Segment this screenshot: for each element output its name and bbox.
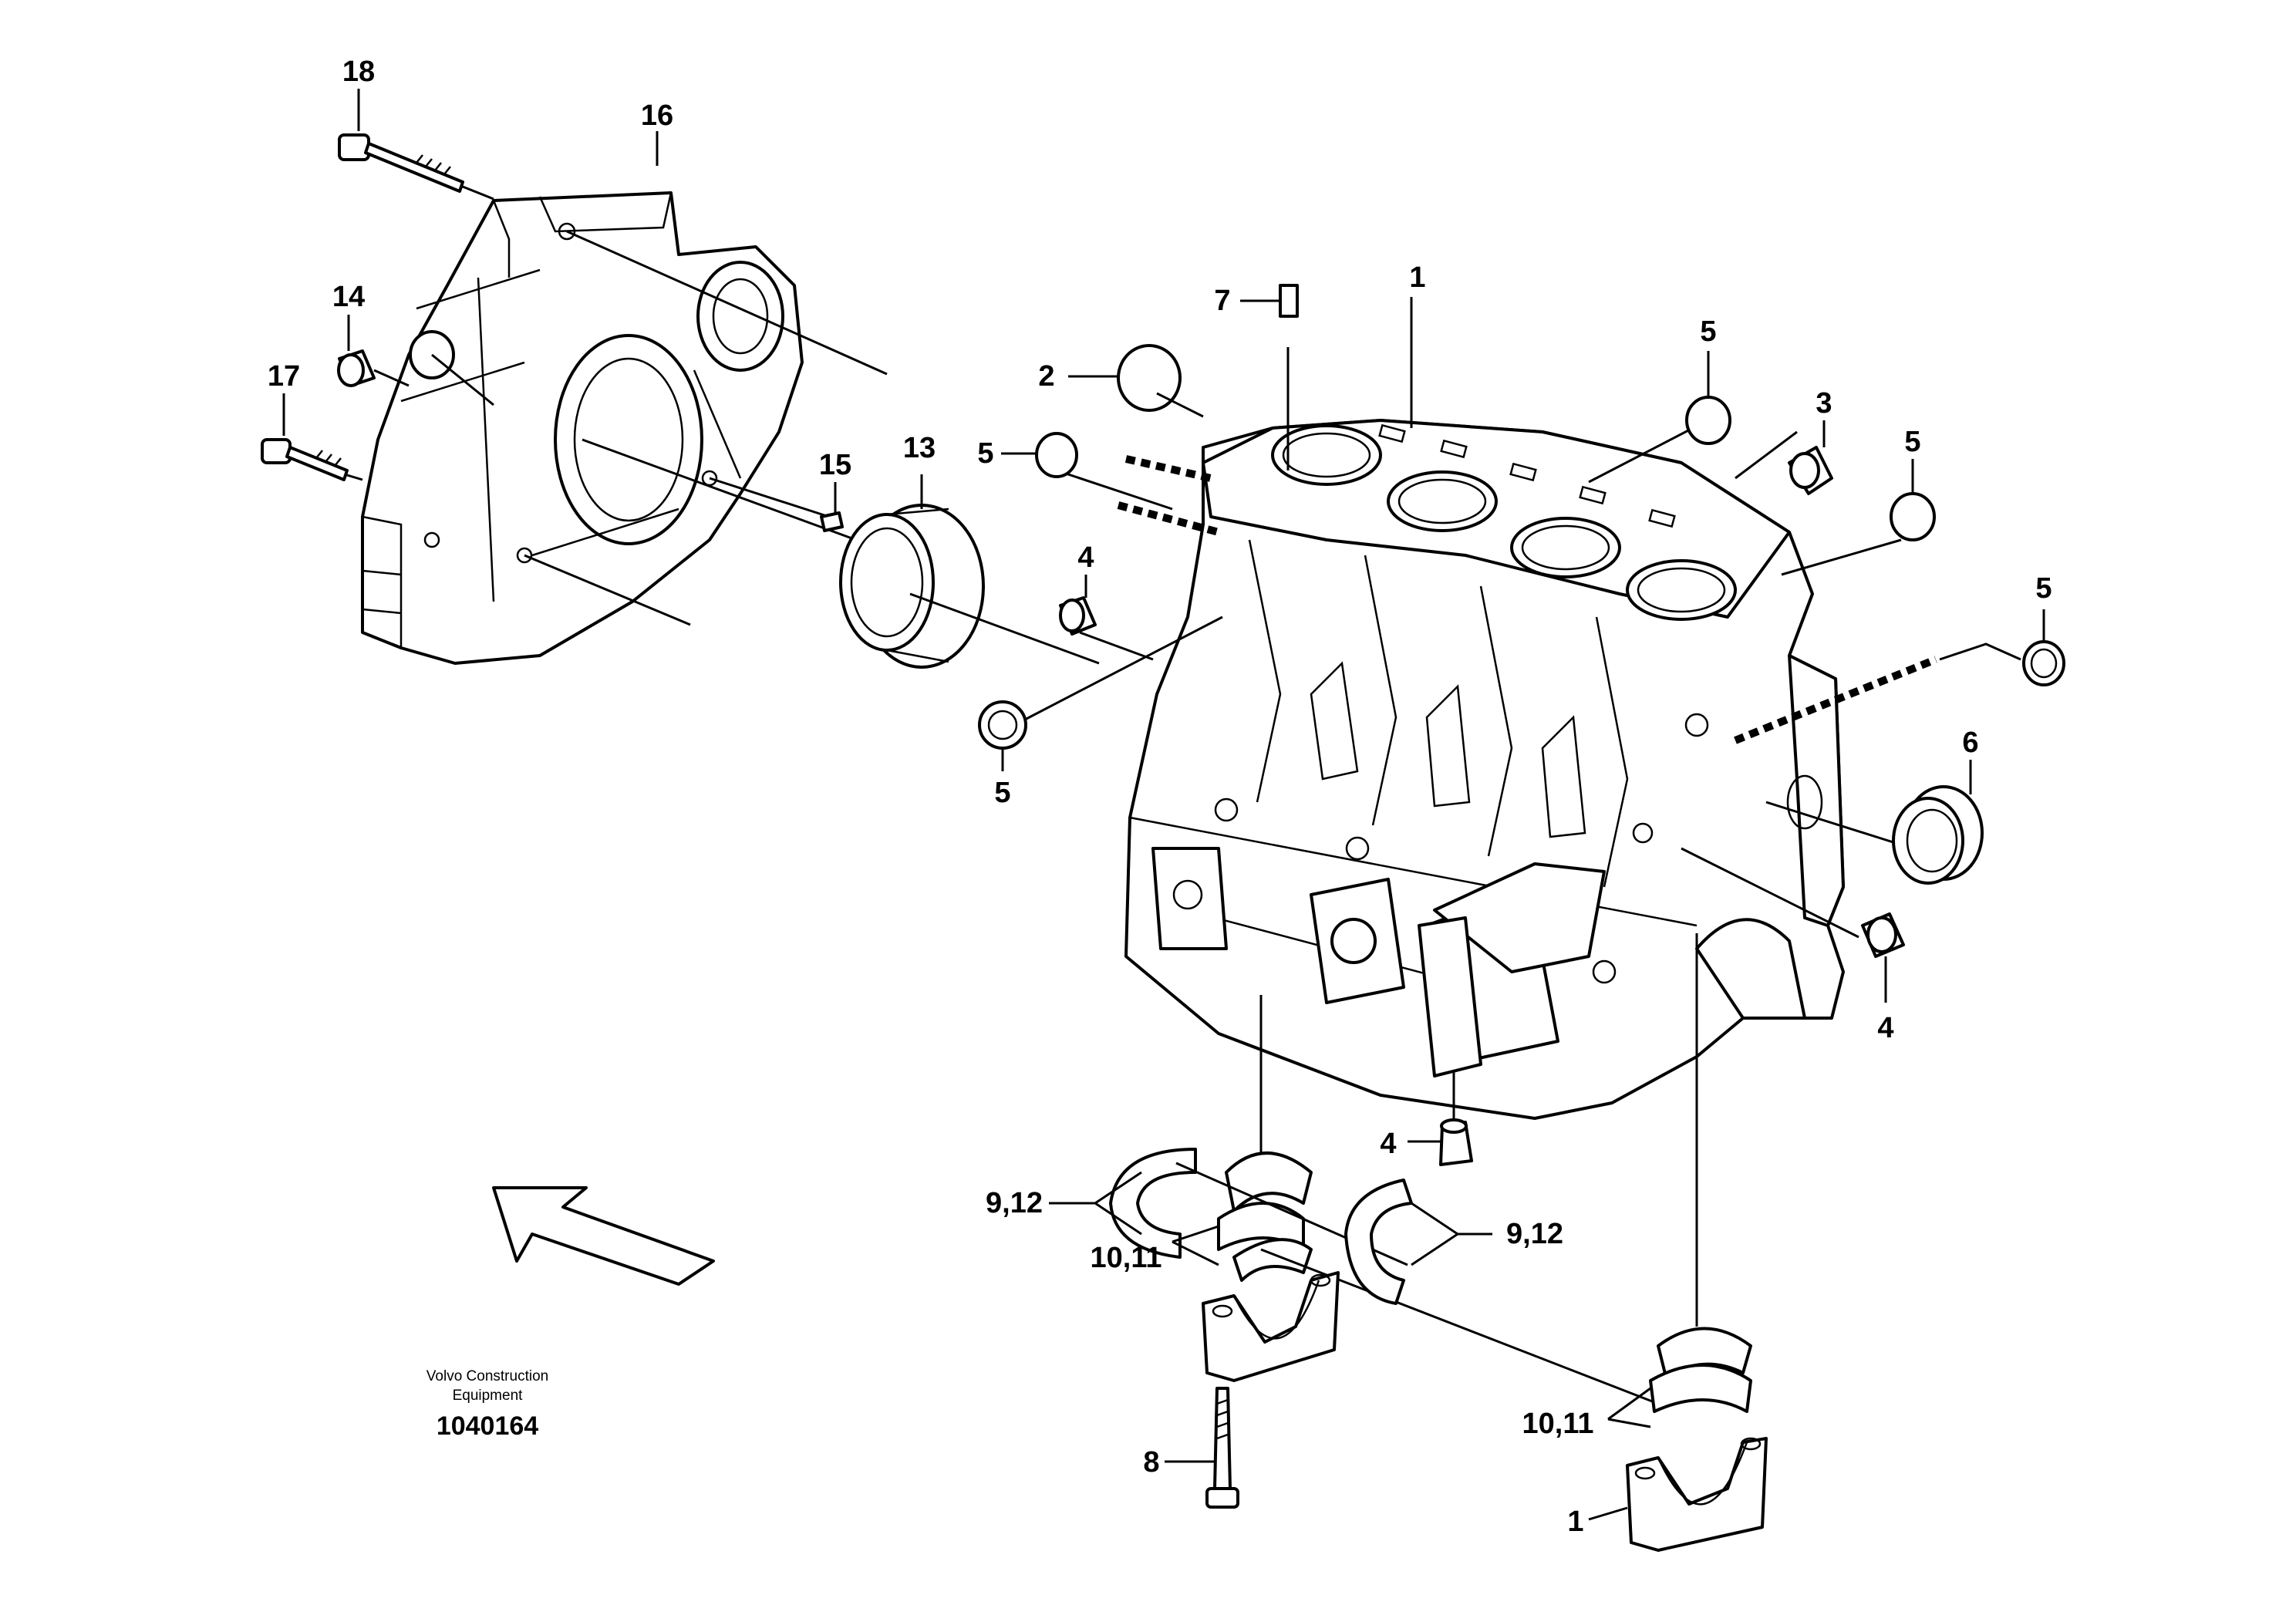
- callout-6: 6: [1962, 727, 1978, 759]
- callout-1-top: 1: [1409, 261, 1425, 294]
- camshaft-bushing-6: [1892, 760, 1984, 885]
- bolt-17: [261, 438, 363, 481]
- flywheel-housing: [361, 191, 804, 665]
- bolt-8: [1165, 1387, 1239, 1509]
- thrust-washer-9-12-left: [1049, 1148, 1197, 1259]
- callout-5-right: 5: [1904, 426, 1920, 458]
- plug-5-right: [1890, 459, 1936, 541]
- crankshaft-seal-13: [839, 474, 1100, 669]
- callout-10-11-right: 10,11: [1522, 1408, 1594, 1440]
- thrust-washer-9-12-right: [1344, 1179, 1492, 1305]
- callout-14: 14: [332, 281, 365, 313]
- cylinder-block: [1124, 419, 1845, 1120]
- caption-company-line2: Equipment: [453, 1388, 524, 1404]
- caption-document-number: 1040164: [437, 1411, 538, 1441]
- callout-3: 3: [1816, 387, 1832, 420]
- caption-company-line1: Volvo Construction: [426, 1368, 548, 1384]
- plug-5-left: [1001, 432, 1078, 478]
- callout-4-bottom: 4: [1380, 1128, 1396, 1160]
- plug-3: [1788, 420, 1833, 495]
- main-bearing-cap: [1202, 1271, 1340, 1382]
- plug-4-left: [1059, 575, 1097, 636]
- callout-8: 8: [1143, 1446, 1159, 1479]
- pin-15: [820, 511, 844, 532]
- bolt-18: [338, 133, 494, 201]
- plug-5-top: [1685, 396, 1731, 445]
- callout-16: 16: [641, 99, 673, 132]
- plug-14: [337, 349, 410, 387]
- plug-5-lower-left: [978, 700, 1027, 771]
- direction-arrow-icon: [492, 1186, 715, 1286]
- callout-13: 13: [903, 432, 936, 464]
- plug-5-far-right: [2022, 609, 2065, 686]
- plug-4-bottom: [1408, 1118, 1473, 1166]
- cap-2: [1068, 344, 1204, 418]
- main-bearing-cap-lower: [1588, 1437, 1768, 1552]
- main-bearing-10-11-lower: [1607, 1327, 1752, 1428]
- callout-17: 17: [268, 360, 300, 393]
- callout-10-11-left: 10,11: [1091, 1242, 1162, 1274]
- plug-4-right: [1861, 912, 1905, 1003]
- callout-15: 15: [819, 449, 851, 481]
- callout-18: 18: [342, 56, 375, 88]
- callout-4-right: 4: [1877, 1012, 1893, 1044]
- callout-2: 2: [1038, 360, 1054, 393]
- callout-7: 7: [1214, 285, 1230, 317]
- callout-5-far-right: 5: [2035, 572, 2052, 605]
- callout-5-left: 5: [977, 437, 993, 470]
- callout-5-top: 5: [1700, 315, 1716, 348]
- callout-9-12-left: 9,12: [986, 1187, 1043, 1219]
- callout-5-lower-left: 5: [994, 777, 1010, 809]
- pin-7: [1240, 284, 1299, 318]
- callout-1-bottom: 1: [1567, 1506, 1583, 1538]
- callout-9-12-right: 9,12: [1506, 1218, 1563, 1250]
- callout-4-left: 4: [1077, 541, 1094, 574]
